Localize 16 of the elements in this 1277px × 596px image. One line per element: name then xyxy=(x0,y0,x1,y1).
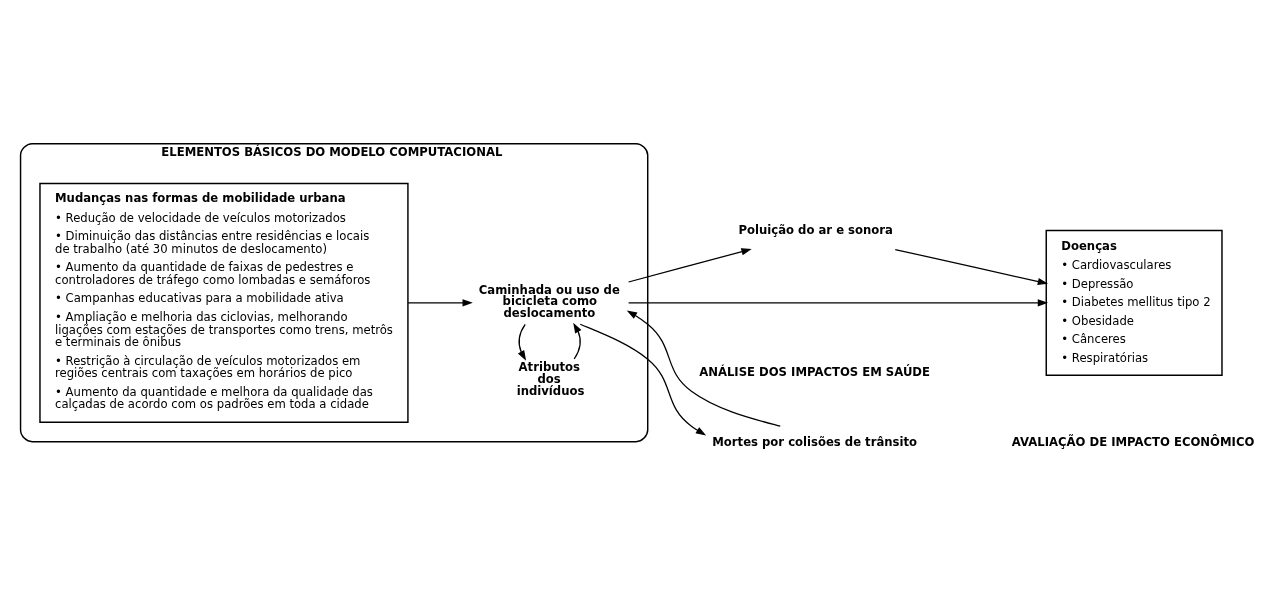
node-box: Mudanças nas formas de mobilidade urbana • Redução de velocidade de veículos motorizados • Diminuição das distâncias entre residências e locais de trabalho (até 30 minutos de deslocamento) • Aumento da quantidade de faixas de pedestres e controladores de tráfego como lombadas e semáforos • Campanhas educativas para a mobilidade ativa • Ampliação e melhoria das ciclovias, melhorando ligações com estações de transportes como trens, metrôs e terminais de ônibus • Restrição à circulação de veículos motorizados em regiões centrais com taxações em horários de pico • Aumento da quantidade e melhora da qualidade das calçadas de acordo com os padrões em toda a cidade xyxy=(39,182,409,423)
node-text: Atributos dos indivíduos xyxy=(516,359,585,398)
arrow xyxy=(407,298,473,306)
arrow xyxy=(627,247,752,283)
label: ANÁLISE DOS IMPACTOS EM SAÚDE xyxy=(699,364,930,379)
arrow xyxy=(627,298,1049,306)
label: AVALIAÇÃO DE IMPACTO ECONÔMICO xyxy=(1011,434,1255,449)
arrow xyxy=(894,248,1049,285)
node-box: Doenças • Cardiovasculares • Depressão • Diabetes mellitus tipo 2 • Obesidade • Cânceres • Respiratórias xyxy=(1045,229,1223,376)
arrow xyxy=(579,323,707,435)
arrow xyxy=(626,309,781,427)
node-text: Caminhada ou uso de bicicleta como deslocamento xyxy=(478,282,620,320)
arrow xyxy=(517,323,527,361)
node-text: Poluição do ar e sonora xyxy=(738,222,893,237)
node-text: Mortes por colisões de trânsito xyxy=(712,434,918,449)
arrow xyxy=(573,322,582,360)
